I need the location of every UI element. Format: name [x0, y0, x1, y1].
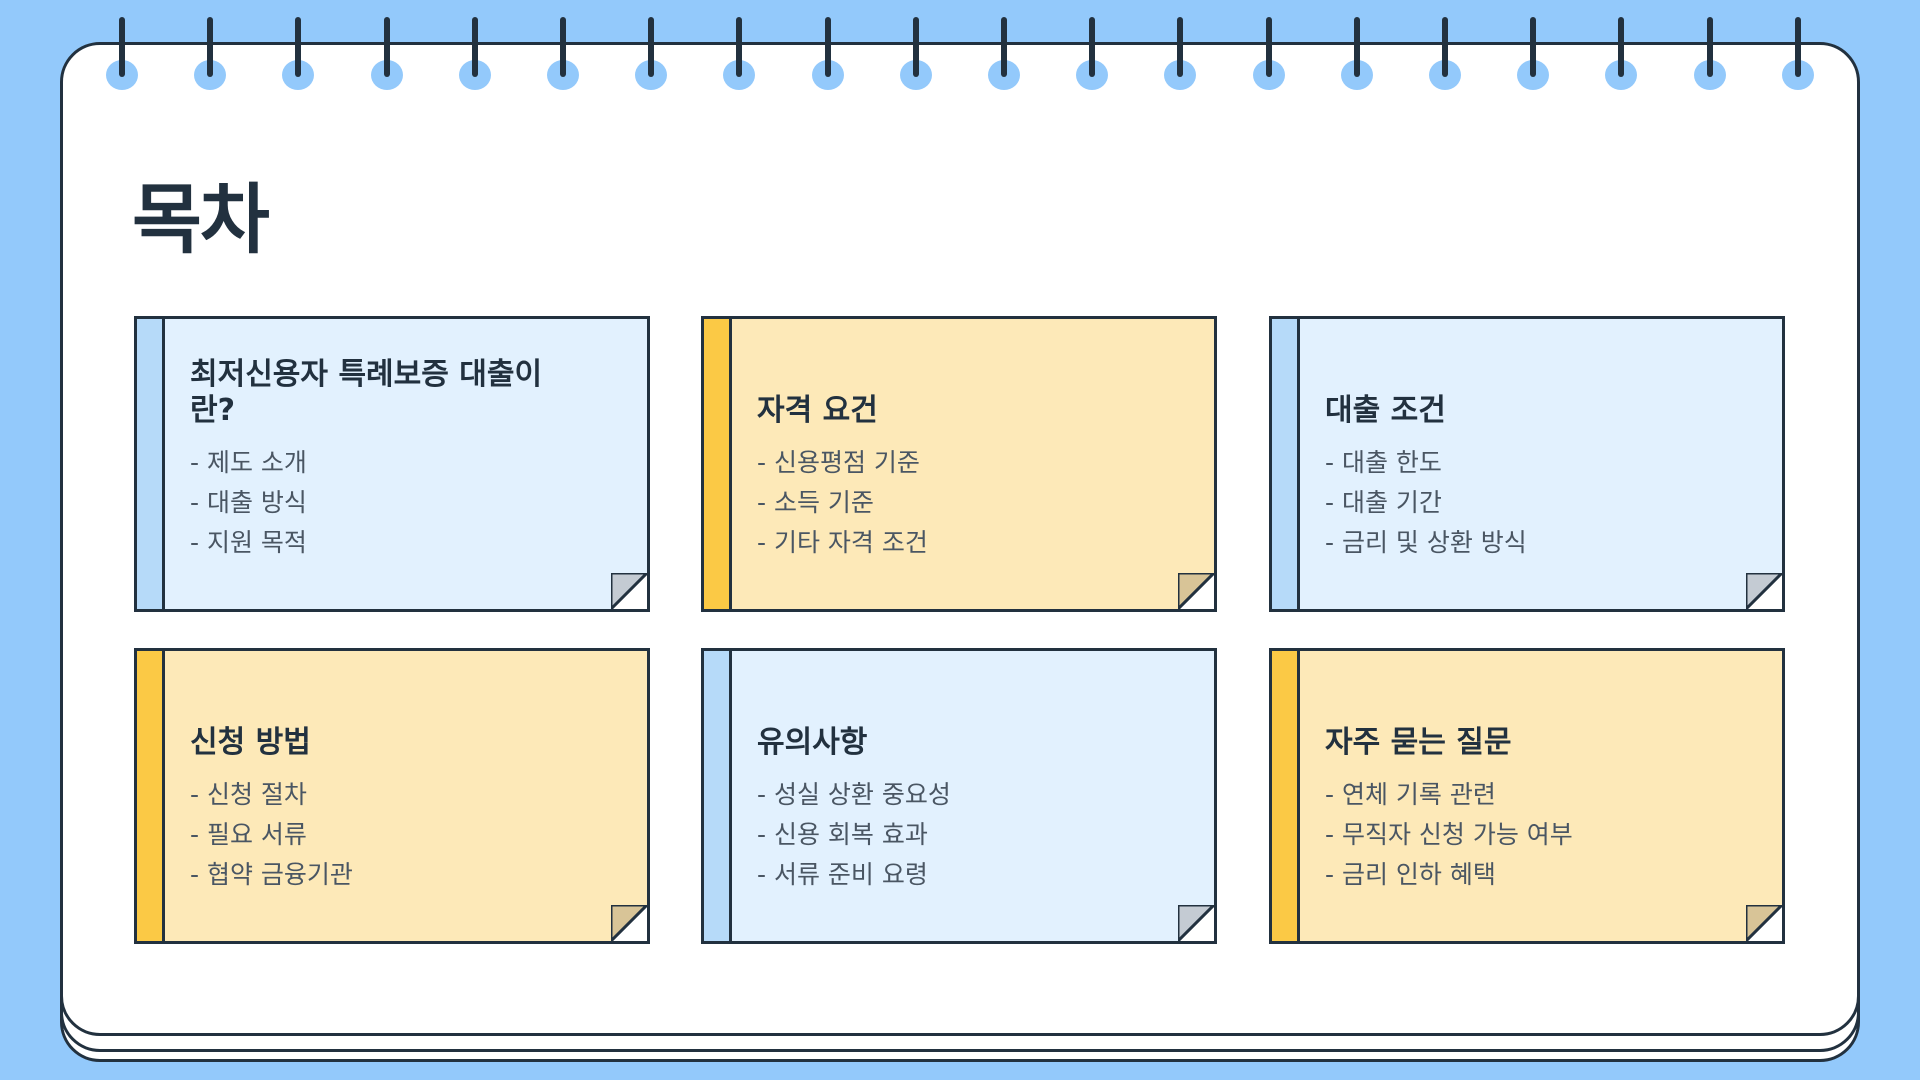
- card-strip: [137, 319, 165, 609]
- list-item: - 금리 및 상환 방식: [1325, 528, 1527, 557]
- toc-card-3[interactable]: 대출 조건 - 대출 한도 - 대출 기간 - 금리 및 상환 방식: [1269, 316, 1785, 612]
- page-curl-icon: [611, 573, 647, 609]
- binding-ring-icon: [988, 0, 1020, 90]
- card-items: - 성실 상환 중요성 - 신용 회복 효과 - 서류 준비 요령: [757, 775, 951, 895]
- binding-ring-icon: [723, 0, 756, 90]
- list-item: - 대출 기간: [1325, 488, 1442, 517]
- binding-ring-icon: [811, 0, 844, 90]
- page-curl-icon: [1746, 905, 1782, 941]
- list-item: - 서류 준비 요령: [757, 860, 928, 889]
- page-curl-icon: [1746, 573, 1782, 609]
- binding-ring-icon: [1429, 0, 1461, 90]
- page-curl-icon: [611, 905, 647, 941]
- binding-ring-icon: [370, 0, 403, 90]
- binding-ring-icon: [458, 0, 491, 90]
- card-items: - 제도 소개 - 대출 방식 - 지원 목적: [190, 443, 307, 563]
- toc-card-6[interactable]: 자주 묻는 질문 - 연체 기록 관련 - 무직자 신청 가능 여부 - 금리 …: [1269, 648, 1785, 944]
- list-item: - 기타 자격 조건: [757, 528, 928, 557]
- binding-ring-icon: [899, 0, 932, 90]
- binding-ring-icon: [1517, 0, 1550, 90]
- toc-card-5[interactable]: 유의사항 - 성실 상환 중요성 - 신용 회복 효과 - 서류 준비 요령: [701, 648, 1217, 944]
- card-strip: [1272, 319, 1300, 609]
- list-item: - 연체 기록 관련: [1325, 780, 1496, 809]
- card-items: - 신용평점 기준 - 소득 기준 - 기타 자격 조건: [757, 443, 928, 563]
- page-curl-icon: [1178, 573, 1214, 609]
- binding-ring-icon: [1340, 0, 1373, 90]
- binding-ring-icon: [1693, 0, 1726, 90]
- list-item: - 대출 방식: [190, 488, 307, 517]
- binding-ring-icon: [547, 0, 579, 90]
- list-item: - 필요 서류: [190, 820, 307, 849]
- card-items: - 신청 절차 - 필요 서류 - 협약 금융기관: [190, 775, 353, 895]
- card-title: 신청 방법: [190, 725, 311, 760]
- card-title: 최저신용자 특례보증 대출이란?: [190, 357, 543, 428]
- card-strip: [1272, 651, 1300, 941]
- list-item: - 금리 인하 혜택: [1325, 860, 1496, 889]
- binding-ring-icon: [1076, 0, 1109, 90]
- list-item: - 소득 기준: [757, 488, 874, 517]
- binding-ring-icon: [635, 0, 668, 90]
- toc-card-1[interactable]: 최저신용자 특례보증 대출이란? - 제도 소개 - 대출 방식 - 지원 목적: [134, 316, 650, 612]
- binding-ring-icon: [106, 0, 138, 90]
- card-title: 자주 묻는 질문: [1325, 725, 1512, 760]
- list-item: - 성실 상환 중요성: [757, 780, 951, 809]
- toc-card-2[interactable]: 자격 요건 - 신용평점 기준 - 소득 기준 - 기타 자격 조건: [701, 316, 1217, 612]
- toc-card-4[interactable]: 신청 방법 - 신청 절차 - 필요 서류 - 협약 금융기관: [134, 648, 650, 944]
- binding-ring-icon: [1164, 0, 1197, 90]
- binding-ring-icon: [194, 0, 227, 90]
- card-items: - 대출 한도 - 대출 기간 - 금리 및 상환 방식: [1325, 443, 1527, 563]
- binding-ring-icon: [282, 0, 315, 90]
- card-items: - 연체 기록 관련 - 무직자 신청 가능 여부 - 금리 인하 혜택: [1325, 775, 1573, 895]
- list-item: - 신용 회복 효과: [757, 820, 928, 849]
- binding-ring-icon: [1781, 0, 1814, 90]
- list-item: - 무직자 신청 가능 여부: [1325, 820, 1573, 849]
- card-title: 대출 조건: [1325, 393, 1446, 428]
- page-curl-icon: [1178, 905, 1214, 941]
- binding-ring-icon: [1605, 0, 1638, 90]
- list-item: - 신용평점 기준: [757, 448, 920, 477]
- list-item: - 협약 금융기관: [190, 860, 353, 889]
- binding-ring-icon: [1252, 0, 1285, 90]
- list-item: - 신청 절차: [190, 780, 307, 809]
- card-title: 자격 요건: [757, 393, 878, 428]
- card-strip: [704, 319, 732, 609]
- spiral-binding: [0, 0, 1920, 100]
- card-strip: [137, 651, 165, 941]
- list-item: - 지원 목적: [190, 528, 307, 557]
- list-item: - 대출 한도: [1325, 448, 1442, 477]
- card-strip: [704, 651, 732, 941]
- list-item: - 제도 소개: [190, 448, 307, 477]
- page-title: 목차: [132, 175, 270, 264]
- card-title: 유의사항: [757, 725, 868, 760]
